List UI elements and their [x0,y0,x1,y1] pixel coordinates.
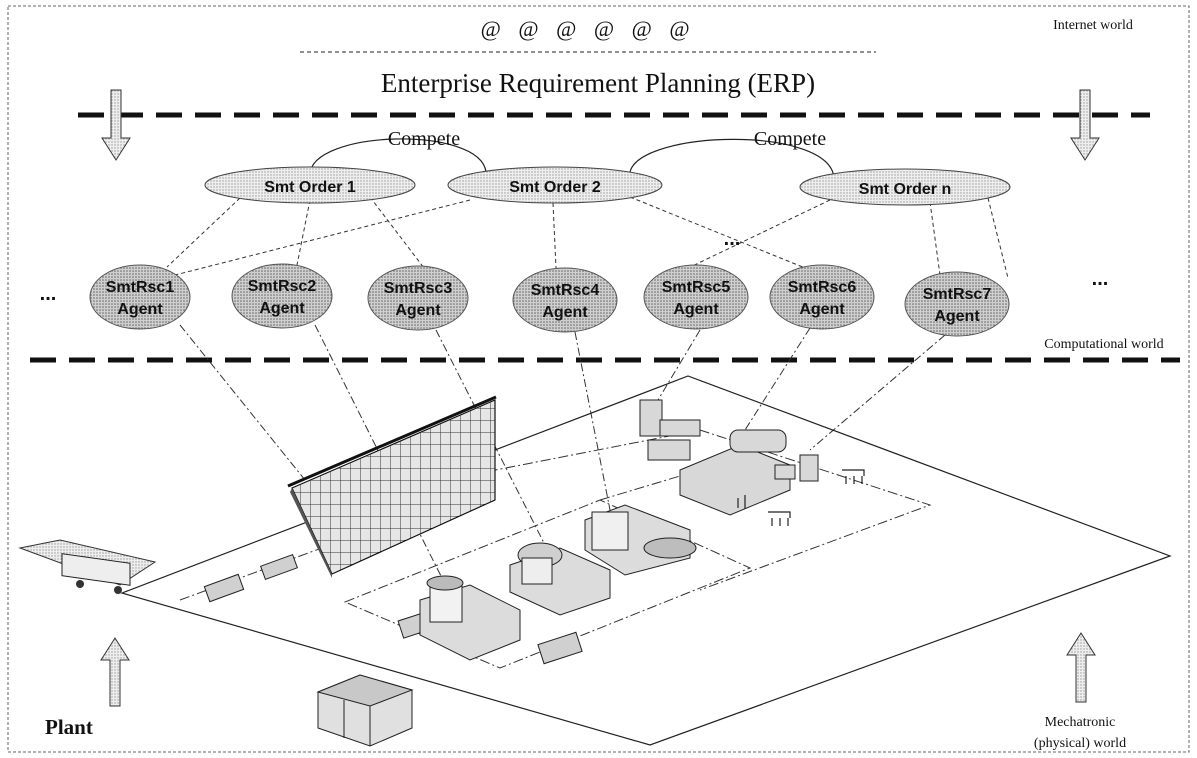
compete-arc-1 [309,138,487,176]
outer-border [7,5,1190,753]
computational-world-label: Computational world [1044,337,1163,352]
down-arrow-left-icon [101,89,131,161]
order-node-n: Smt Order n [799,168,1011,206]
order-label-1: Smt Order 1 [264,179,356,196]
agent-2-line2: Agent [259,300,305,317]
agent-node-1: SmtRsc1 Agent [89,264,191,330]
agent-1-line1: SmtRsc1 [106,279,175,296]
plant-label: Plant [45,715,93,739]
mechatronic-world-line1: Mechatronic [1045,715,1116,730]
order-agent-links [166,196,1009,279]
agent-node-5: SmtRsc5 Agent [643,264,749,330]
agent-6-line1: SmtRsc6 [788,279,857,296]
agent-5-line2: Agent [673,301,719,318]
robot-cell-icon-1 [639,399,701,461]
storage-rack-icon [287,395,497,578]
agent-node-4: SmtRsc4 Agent [512,267,618,333]
order-node-2: Smt Order 2 [447,166,663,204]
truck-icon [18,539,157,594]
mechatronic-world-line2: (physical) world [1034,736,1126,751]
agent-2-line1: SmtRsc2 [248,278,317,295]
internet-symbols: @ @ @ @ @ @ [481,16,696,41]
machining-center-icon-3 [584,504,697,576]
up-arrow-left-icon [100,637,130,707]
agent-5-line1: SmtRsc5 [662,279,731,296]
agent-1-line2: Agent [117,301,163,318]
agent-node-7: SmtRsc7 Agent [904,271,1010,337]
up-arrow-right-icon [1066,632,1096,703]
ellipsis-right: ... [1092,268,1109,290]
ellipsis-left: ... [40,283,57,305]
control-console-icon [316,674,414,747]
component-icons [737,469,865,526]
plant-floor [120,375,1172,746]
agent-node-2: SmtRsc2 Agent [231,263,333,329]
agent-4-line1: SmtRsc4 [531,282,600,299]
robot-cell-icon-2 [679,429,819,516]
agent-4-line2: Agent [542,304,588,321]
ellipsis-orders: ... [724,228,741,250]
agent-node-3: SmtRsc3 Agent [367,265,469,331]
compete-arc-2 [629,138,835,179]
agent-3-line1: SmtRsc3 [384,280,453,297]
order-label-n: Smt Order n [859,181,951,198]
compete-label-2: Compete [754,128,826,150]
agent-7-line2: Agent [934,308,980,325]
internet-world-label: Internet world [1053,18,1133,33]
down-arrow-right-icon [1070,89,1100,161]
machining-center-icon-2 [509,542,611,616]
agent-6-line2: Agent [799,301,845,318]
erp-title: Enterprise Requirement Planning (ERP) [381,68,815,98]
agent-3-line2: Agent [395,302,441,319]
order-label-2: Smt Order 2 [509,179,601,196]
order-node-1: Smt Order 1 [204,166,416,204]
agent-node-6: SmtRsc6 Agent [769,264,875,330]
machining-center-icon-1 [419,575,521,661]
compete-label-1: Compete [388,128,460,150]
agent-7-line1: SmtRsc7 [923,286,992,303]
